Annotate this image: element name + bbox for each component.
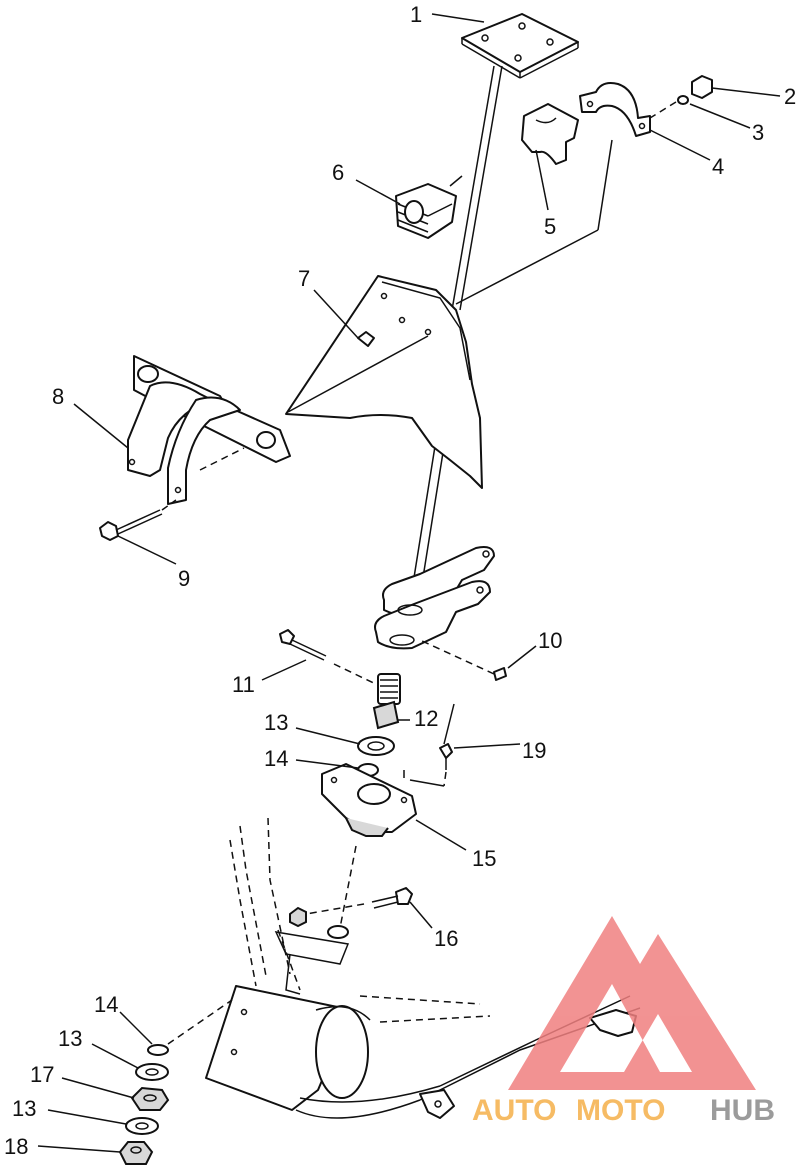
callout-12: 12 bbox=[414, 706, 438, 731]
part-6-bushing bbox=[395, 183, 457, 239]
frame-tubes bbox=[229, 817, 350, 995]
callout-15: 15 bbox=[472, 846, 496, 871]
part-19-screw bbox=[403, 703, 455, 787]
callout-10: 10 bbox=[538, 628, 562, 653]
part-8-bracket bbox=[127, 355, 291, 505]
part-15-housing bbox=[321, 763, 417, 929]
part-2-nut bbox=[691, 75, 713, 99]
part-1-steering-post bbox=[403, 13, 579, 641]
frame-crossmember bbox=[167, 985, 641, 1119]
callout-11: 11 bbox=[232, 672, 255, 697]
callout-labels: 1 2 3 4 5 6 7 8 9 10 11 12 13 14 15 16 1… bbox=[4, 2, 796, 1159]
part-18-castle-nut bbox=[118, 1141, 154, 1165]
callout-17: 17 bbox=[30, 1062, 54, 1087]
part-16-bolt bbox=[289, 887, 413, 928]
part-11-bolt bbox=[279, 629, 385, 689]
callout-13-upper: 13 bbox=[264, 710, 288, 735]
callout-18: 18 bbox=[4, 1134, 28, 1159]
callout-14-upper: 14 bbox=[264, 746, 288, 771]
part-17-nut bbox=[130, 1086, 170, 1111]
watermark-text-auto: AUTO bbox=[472, 1094, 556, 1127]
part-9-bolt bbox=[99, 499, 177, 541]
callout-16: 16 bbox=[434, 926, 458, 951]
callout-6: 6 bbox=[332, 160, 344, 185]
callout-1: 1 bbox=[410, 2, 422, 27]
callout-14-lower: 14 bbox=[94, 992, 118, 1017]
part-13-washer-upper bbox=[357, 736, 395, 756]
watermark-logo: AUTO MOTO HUB bbox=[472, 916, 775, 1127]
watermark-text-hub: HUB bbox=[710, 1094, 775, 1127]
callout-7: 7 bbox=[298, 266, 310, 291]
callout-19: 19 bbox=[522, 738, 546, 763]
callout-13-lower-1: 13 bbox=[58, 1026, 82, 1051]
leader-lines bbox=[37, 13, 781, 1153]
callout-8: 8 bbox=[52, 384, 64, 409]
part-10-screw bbox=[419, 639, 507, 681]
part-13-washer-lower-2 bbox=[125, 1117, 159, 1135]
part-14-ring-lower bbox=[147, 1044, 169, 1056]
callout-2: 2 bbox=[784, 84, 796, 109]
part-12-spline bbox=[372, 673, 401, 730]
part-3-washer bbox=[677, 95, 689, 105]
pitman-arm-plates bbox=[374, 546, 495, 650]
callout-3: 3 bbox=[752, 120, 764, 145]
watermark-triangle-icon bbox=[508, 916, 756, 1090]
part-13-washer-lower-1 bbox=[135, 1063, 169, 1081]
part-4-clamp bbox=[579, 82, 651, 137]
callout-5: 5 bbox=[544, 214, 556, 239]
callout-13-lower-2: 13 bbox=[12, 1096, 36, 1121]
part-7-mount-bracket bbox=[285, 275, 483, 489]
part-5-bushing bbox=[521, 103, 579, 165]
callout-4: 4 bbox=[712, 154, 724, 179]
watermark-text-moto: MOTO bbox=[576, 1094, 665, 1127]
callout-9: 9 bbox=[178, 566, 190, 591]
